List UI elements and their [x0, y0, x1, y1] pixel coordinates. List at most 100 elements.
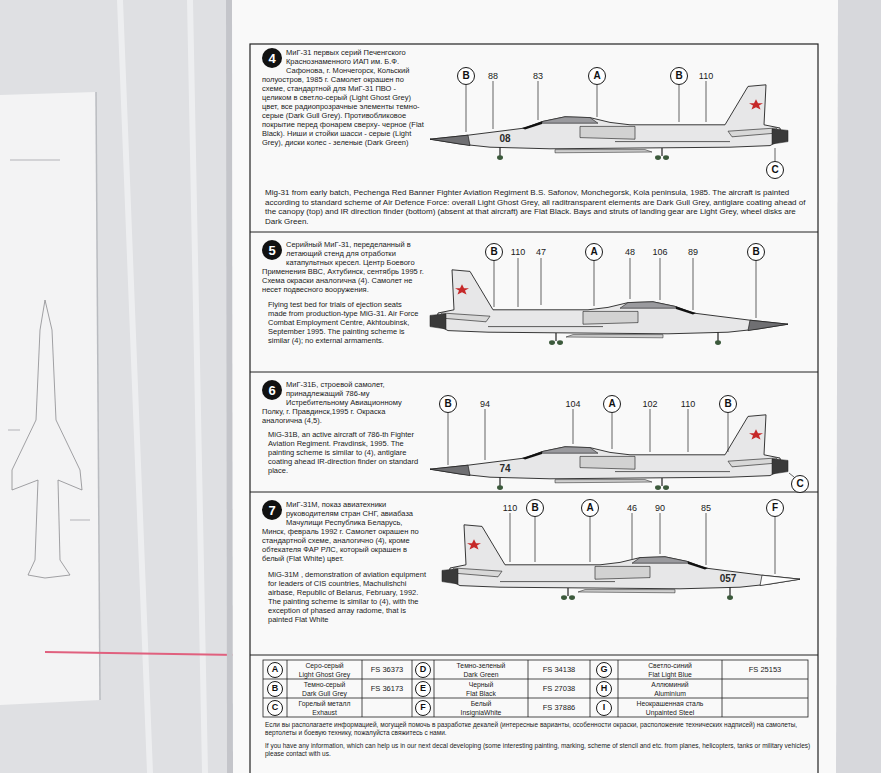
table-cell: Aluminium — [618, 689, 722, 698]
color-table-grid — [263, 660, 808, 717]
color-table-grid — [590, 660, 591, 717]
color-table-grid — [362, 660, 363, 717]
color-callout: B — [670, 67, 688, 85]
aircraft-profile — [430, 270, 788, 345]
russian-description: МиГ-31Б, строевой самолет, принадлежащий… — [262, 380, 425, 425]
table-cell: Неокрашенная сталь — [618, 699, 722, 708]
plastic-bag — [12, 300, 82, 578]
callout-number: 48 — [625, 248, 635, 257]
color-callout: B — [747, 243, 765, 261]
callout-number: 94 — [480, 400, 490, 409]
table-cell: Flat Black — [434, 689, 528, 698]
circle-letter: B — [531, 503, 538, 513]
circle-letter: 7 — [268, 504, 275, 517]
table-cell: FS 37886 — [528, 698, 590, 717]
color-table-grid — [722, 660, 723, 717]
table-cell: FS 34138 — [528, 660, 590, 679]
color-table-grid — [263, 679, 808, 680]
aircraft-profile — [430, 85, 788, 160]
russian-description: МиГ-31 первых серий Печенгского Краснозн… — [262, 48, 425, 147]
circle-letter: B — [675, 71, 682, 81]
circle-letter: B — [444, 399, 451, 409]
color-table-grid — [287, 660, 288, 717]
circle-letter: B — [752, 247, 759, 257]
aircraft-marking: 74 — [499, 464, 510, 474]
color-callout: B — [526, 499, 544, 517]
circle-letter: A — [590, 247, 597, 257]
leader-lines — [466, 81, 775, 161]
color-key-circle: H — [596, 681, 612, 697]
circle-letter: F — [420, 703, 426, 712]
circle-letter: C — [272, 703, 279, 712]
section-dividers — [250, 655, 818, 656]
color-callout: A — [603, 395, 621, 413]
circle-letter: B — [462, 71, 469, 81]
callout-number: 104 — [565, 400, 580, 409]
circle-letter: B — [272, 684, 279, 693]
color-table-grid — [263, 698, 808, 699]
color-callout: F — [766, 499, 784, 517]
aircraft-marking: 08 — [499, 134, 510, 144]
table-cell: Темно-зеленый — [434, 661, 528, 670]
callout-number: 106 — [652, 248, 667, 257]
section-number: 7 — [262, 500, 282, 520]
section-dividers — [250, 232, 818, 655]
english-description: If you have any information, which can h… — [265, 742, 813, 758]
aircraft-profile — [442, 525, 800, 600]
russian-description: Серийный МиГ-31, переделанный в летающий… — [262, 240, 425, 294]
circle-gap — [262, 240, 286, 261]
color-table-grid — [263, 660, 808, 717]
circle-letter: C — [771, 165, 778, 175]
plastic-bag — [0, 92, 100, 705]
table-cell: FS 36373 — [362, 660, 412, 679]
leader-lines — [448, 409, 794, 477]
color-callout: C — [791, 475, 809, 493]
table-cell: FS 27038 — [528, 679, 590, 698]
circle-gap — [262, 380, 286, 401]
callout-number: 89 — [688, 248, 698, 257]
table-cell: Light Ghost Grey — [287, 670, 362, 679]
circle-letter: A — [586, 503, 593, 513]
color-key-circle: B — [267, 681, 283, 697]
circle-letter: D — [420, 665, 427, 674]
section-dividers — [250, 372, 818, 373]
callout-number: 110 — [503, 504, 517, 513]
russian-description-text: МиГ-31Б, строевой самолет, принадлежащий… — [262, 380, 402, 425]
table-cell: Flat Light Blue — [618, 670, 722, 679]
color-key-circle: E — [415, 681, 431, 697]
color-callout: C — [766, 161, 784, 179]
aircraft-profile — [430, 415, 788, 490]
table-cell: Горелый металл — [287, 699, 362, 708]
sheet-shadow — [226, 0, 233, 773]
color-key-circle: G — [596, 662, 612, 678]
callout-number: 88 — [488, 72, 498, 81]
table-cell: Dark Green — [434, 670, 528, 679]
circle-letter: 4 — [268, 52, 275, 65]
english-description: Mig-31 from early batch, Pechenga Red Ba… — [265, 188, 810, 226]
color-callout: B — [719, 395, 737, 413]
plastic-bag — [0, 0, 240, 773]
sheet-frame — [250, 44, 818, 773]
plastic-bag — [8, 160, 90, 520]
color-callout: A — [588, 67, 606, 85]
section-number: 6 — [262, 380, 282, 400]
table-cell: FS 36173 — [362, 679, 412, 698]
color-callout: A — [581, 499, 599, 517]
color-key-circle: C — [267, 700, 283, 716]
color-table-grid — [434, 660, 435, 717]
aircraft-marking: 057 — [720, 574, 737, 584]
section-dividers — [250, 232, 818, 233]
circle-letter: A — [272, 665, 279, 674]
callout-number: 47 — [536, 248, 546, 257]
table-cell: Белый — [434, 699, 528, 708]
table-cell: Dark Gull Grey — [287, 689, 362, 698]
russian-description-text: МиГ-31 первых серий Печенгского Краснозн… — [262, 48, 424, 147]
leader-lines — [510, 513, 775, 574]
callout-number: 85 — [701, 504, 711, 513]
table-cell: Аллюминий — [618, 680, 722, 689]
section-number: 5 — [262, 240, 282, 260]
color-key-circle: I — [596, 700, 612, 716]
color-table-grid — [618, 660, 619, 717]
